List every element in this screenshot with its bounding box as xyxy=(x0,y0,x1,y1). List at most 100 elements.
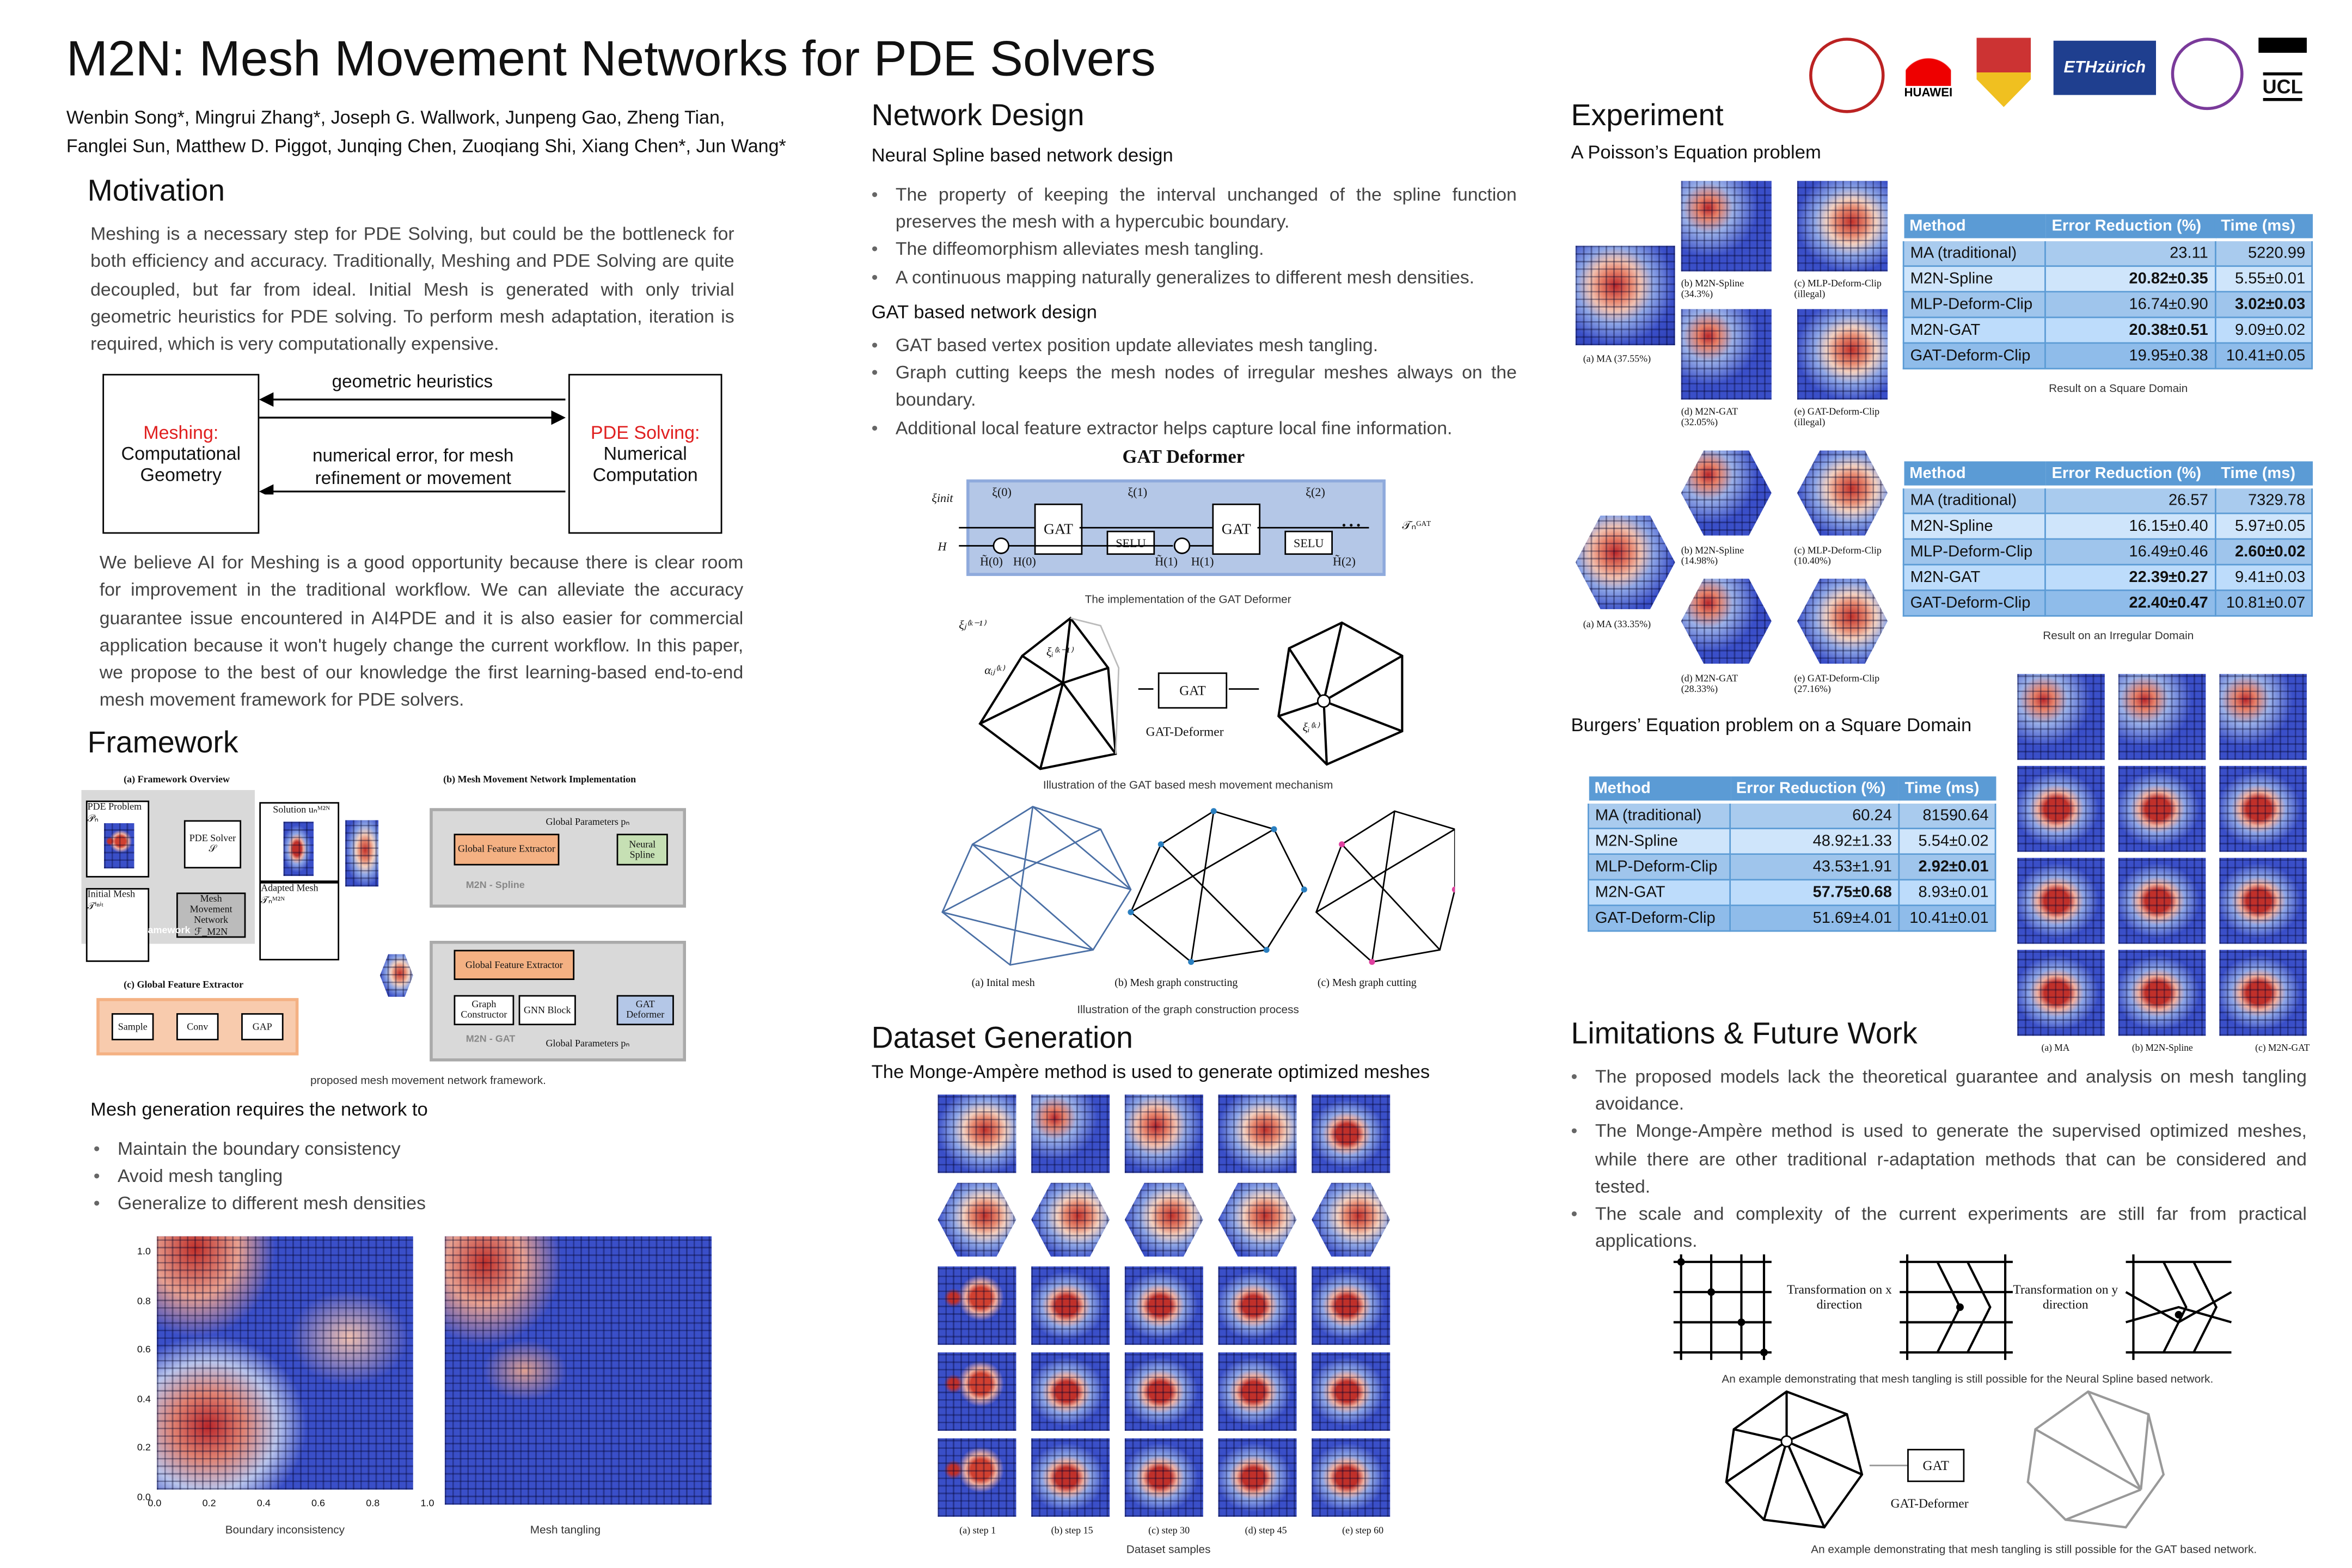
xi-i-k-label: ξᵢ⁽ᵏ⁾ xyxy=(1302,720,1319,734)
gat-mechanism-figure xyxy=(978,616,1404,770)
gat-layer-2: GAT xyxy=(1212,503,1261,555)
table-cell: 51.69±4.01 xyxy=(1729,904,1900,932)
framework-a-title: (a) Framework Overview xyxy=(124,775,230,786)
spline-tangling-figure xyxy=(1673,1254,2232,1360)
table-cell: 22.39±0.27 xyxy=(2045,564,2216,591)
result-image-ma xyxy=(1575,246,1675,346)
poster-title: M2N: Mesh Movement Networks for PDE Solv… xyxy=(66,30,1156,86)
dataset-subcaption: (d) step 45 xyxy=(1245,1526,1287,1536)
table-cell: 10.81±0.07 xyxy=(2214,589,2313,617)
y-tick: 1.0 xyxy=(137,1247,151,1258)
dataset-sample-image xyxy=(1031,1438,1110,1517)
column-header: Method xyxy=(1903,461,2046,489)
motivation-heading: Motivation xyxy=(87,175,225,209)
graph-subcaptions: (a) Inital mesh (b) Mesh graph construct… xyxy=(932,977,1456,989)
result-image-gat-deform xyxy=(1797,309,1888,400)
table-cell: MLP-Deform-Clip xyxy=(1902,538,2047,566)
framework-caption: proposed mesh movement network framework… xyxy=(310,1073,546,1087)
solution-image xyxy=(283,822,314,876)
y-tick: 0.8 xyxy=(137,1296,151,1307)
boundary-inconsistency-plot xyxy=(156,1236,413,1490)
table-cell: 57.75±0.68 xyxy=(1729,879,1900,906)
requirement-item: Generalize to different mesh densities xyxy=(94,1190,727,1218)
table-cell: 16.74±0.90 xyxy=(2045,291,2216,318)
pde-solving-body: Numerical Computation xyxy=(592,443,698,486)
requirements-heading: Mesh generation requires the network to xyxy=(90,1099,428,1120)
table-cell: 9.09±0.02 xyxy=(2214,316,2313,344)
gat-bullet: Additional local feature extractor helps… xyxy=(872,414,1517,442)
table-cell: 7329.78 xyxy=(2214,486,2313,514)
burgers-result-image xyxy=(2118,950,2206,1036)
table-cell: 22.40±0.47 xyxy=(2045,589,2216,617)
ucl-text: UCL xyxy=(2262,72,2303,101)
image-caption: (e) GAT-Deform-Clip (illegal) xyxy=(1794,407,1880,428)
sample-box: Sample xyxy=(111,1013,154,1040)
xi-j-label: ξⱼ⁽ᵏ⁻¹⁾ xyxy=(959,618,986,632)
x-tick: 0.4 xyxy=(256,1498,271,1509)
gap-box: GAP xyxy=(241,1013,284,1040)
dataset-subcaption: (e) step 60 xyxy=(1342,1526,1384,1536)
table-cell: 23.11 xyxy=(2045,238,2216,267)
y-tick: 0.0 xyxy=(137,1492,151,1503)
initial-mesh-label: Initial Mesh 𝒯ⁱⁿⁱᵗ xyxy=(87,889,136,912)
meshing-body: Computational Geometry xyxy=(121,443,241,486)
plot-caption: Mesh tangling xyxy=(530,1522,601,1536)
x-tick: 0.8 xyxy=(366,1498,380,1509)
gat-deformer-figure: ξinit H ξ(0) ξ(1) ξ(2) GAT GAT SELU SELU… xyxy=(932,476,1444,579)
table-cell: GAT-Deform-Clip xyxy=(1902,589,2047,617)
dataset-caption: Dataset samples xyxy=(1126,1542,1211,1556)
burgers-caption: (a) MA xyxy=(2041,1043,2070,1054)
image-caption: (b) M2N-Spline (34.3%) xyxy=(1681,279,1744,301)
column-header: Time (ms) xyxy=(1898,776,1996,804)
table-cell: MA (traditional) xyxy=(1587,801,1731,830)
burgers-result-image xyxy=(2118,673,2206,760)
table-cell: 20.82±0.35 xyxy=(2045,265,2216,293)
table-cell: 81590.64 xyxy=(1897,801,1996,830)
spline-tangling-caption: An example demonstrating that mesh tangl… xyxy=(1722,1371,2214,1386)
experiment-heading: Experiment xyxy=(1571,99,1724,133)
gnn-block-box: GNN Block xyxy=(518,995,576,1026)
result-image-m2n-spline xyxy=(1681,181,1772,272)
table-cell: M2N-GAT xyxy=(1587,879,1731,906)
graph-caption: Illustration of the graph construction p… xyxy=(1077,1002,1299,1016)
dataset-sample-image xyxy=(1031,1352,1110,1431)
table-cell: M2N-GAT xyxy=(1902,316,2047,344)
burgers-result-image xyxy=(2219,765,2307,852)
numerical-error-label: numerical error, for mesh refinement or … xyxy=(313,444,514,489)
dataset-sample-image xyxy=(1218,1094,1297,1173)
dataset-samples-grid xyxy=(938,1094,1402,1520)
table-cell: 10.41±0.01 xyxy=(1897,904,1996,932)
dataset-sample-image xyxy=(1124,1352,1203,1431)
xi0-label: ξ(0) xyxy=(992,485,1012,499)
authors: Wenbin Song*, Mingrui Zhang*, Joseph G. … xyxy=(66,104,786,161)
authors-line: Fanglei Sun, Matthew D. Piggot, Junqing … xyxy=(66,136,786,157)
framework-figure: (a) Framework Overview (b) Mesh Movement… xyxy=(81,772,775,1074)
table-cell: 8.93±0.01 xyxy=(1897,879,1996,906)
y-axis-ticks: 1.0 0.8 0.6 0.4 0.2 0.0 xyxy=(130,1229,151,1524)
pde-solver-box: PDE Solver 𝒮 xyxy=(183,820,242,869)
table-cell: GAT-Deform-Clip xyxy=(1902,342,2047,370)
requirement-item: Avoid mesh tangling xyxy=(94,1163,727,1191)
graph-subcaption: (c) Mesh graph cutting xyxy=(1317,977,1417,989)
table-cell: 20.38±0.51 xyxy=(2045,316,2216,344)
image-caption: (e) GAT-Deform-Clip (27.16%) xyxy=(1794,673,1880,695)
table-cell: 19.95±0.38 xyxy=(2045,342,2216,370)
table-cell: M2N-Spline xyxy=(1587,828,1731,855)
global-params-label: Global Parameters pₙ xyxy=(546,1038,630,1050)
m2n-spline-panel: Global Parameters pₙ Global Feature Extr… xyxy=(430,808,686,908)
h-tilde-2-label: H̃(2) xyxy=(1332,555,1356,568)
input-monitor-image xyxy=(345,820,379,887)
xi2-label: ξ(2) xyxy=(1306,485,1325,499)
table-cell: MLP-Deform-Clip xyxy=(1902,291,2047,318)
table-cell: 16.49±0.46 xyxy=(2045,538,2216,566)
m2n-gat-label: M2N - GAT xyxy=(465,1034,516,1045)
table-cell: MLP-Deform-Clip xyxy=(1587,853,1731,881)
xi1-label: ξ(1) xyxy=(1128,485,1148,499)
